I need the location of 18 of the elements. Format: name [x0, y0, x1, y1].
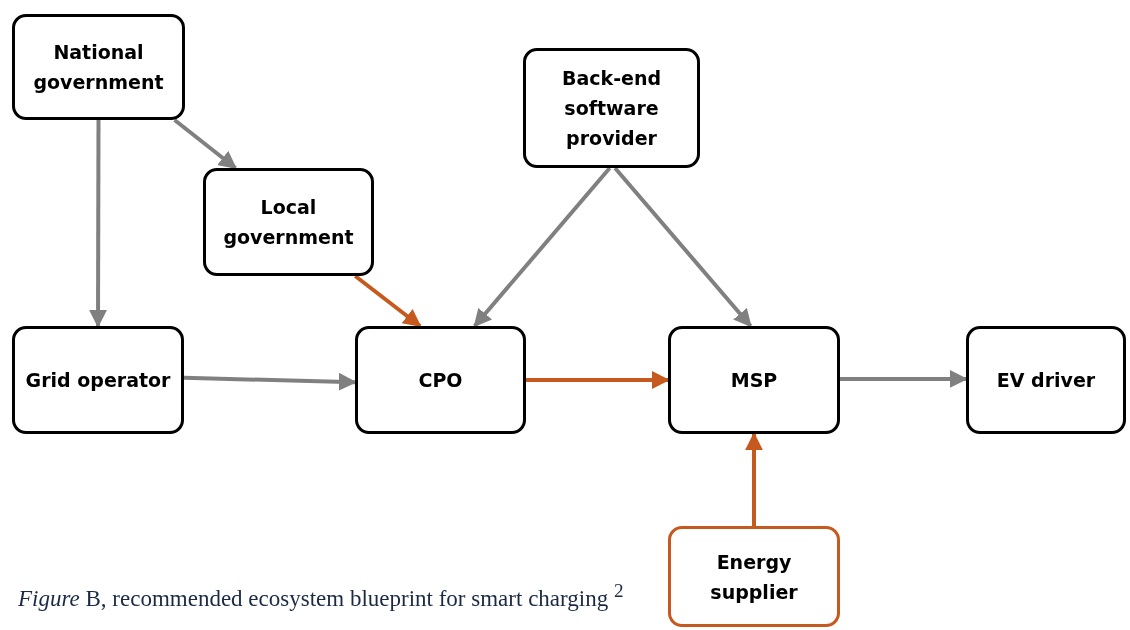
- arrow: [473, 166, 612, 328]
- arrow: [613, 166, 753, 328]
- figure-caption: Figure B, recommended ecosystem blueprint for smart charging $^{2}$: [18, 580, 624, 612]
- process-box: CPO: [355, 326, 526, 434]
- process-box: Local government: [203, 168, 374, 276]
- process-box: Back-end software provider: [523, 48, 700, 168]
- arrow: [89, 120, 108, 328]
- arrow: [183, 372, 357, 391]
- process-box: MSP: [668, 326, 840, 434]
- arrow: [526, 371, 670, 389]
- arrow: [840, 369, 968, 388]
- process-box: EV driver: [966, 326, 1126, 434]
- process-box: Grid operator: [12, 326, 184, 434]
- process-box: Energy supplier: [668, 526, 840, 627]
- arrow: [173, 118, 237, 170]
- arrow: [745, 432, 763, 526]
- process-box: National government: [12, 14, 185, 120]
- arrow: [353, 274, 422, 328]
